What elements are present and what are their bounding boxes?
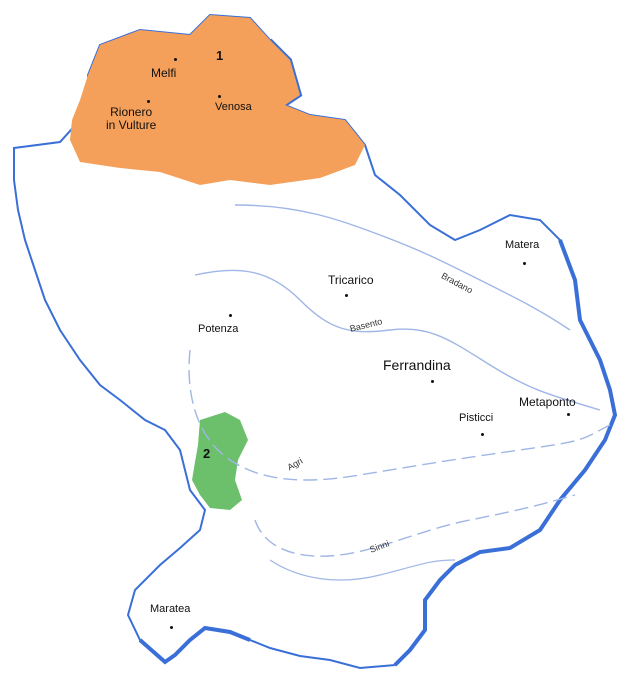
town-dot-pisticci: [481, 433, 484, 436]
town-label-matera: Matera: [505, 239, 540, 251]
town-label-metaponto: Metaponto: [519, 395, 576, 409]
town-dot-tricarico: [345, 294, 348, 297]
town-dot-rionero: [147, 100, 150, 103]
town-label-melfi: Melfi: [151, 66, 177, 80]
river-bradano: [234, 204, 571, 331]
town-label-potenza: Potenza: [198, 323, 239, 335]
town-label-maratea: Maratea: [150, 603, 191, 615]
zone-2-area: [192, 412, 248, 510]
town-label-ferrandina: Ferrandina: [383, 357, 451, 373]
zone-1-area: [70, 15, 365, 185]
zone-1-number: 1: [216, 48, 224, 63]
zone-2-number: 2: [203, 446, 211, 461]
river-basento: [194, 269, 601, 411]
town-dot-maratea: [170, 626, 173, 629]
ionian-coast: [393, 239, 618, 667]
town-dot-potenza: [229, 314, 232, 317]
river-tributary: [269, 559, 456, 581]
town-label-tricarico: Tricarico: [328, 273, 374, 287]
town-dot-melfi: [174, 58, 177, 61]
town-label-rionero: Rionero in Vulture: [106, 106, 156, 131]
town-label-pisticci: Pisticci: [459, 412, 494, 424]
town-dot-ferrandina: [431, 380, 434, 383]
river-sinni: [254, 494, 576, 557]
town-label-venosa: Venosa: [215, 101, 252, 113]
town-dot-metaponto: [567, 413, 570, 416]
town-label-rionero-line2: in Vulture: [106, 117, 157, 132]
town-dot-venosa: [218, 95, 221, 98]
town-dot-matera: [523, 262, 526, 265]
river-agri: [188, 349, 611, 481]
town-label-rionero-line1: Rionero: [110, 105, 153, 119]
tyrrhenian-coast: [138, 625, 251, 665]
region-outline: [14, 15, 615, 668]
